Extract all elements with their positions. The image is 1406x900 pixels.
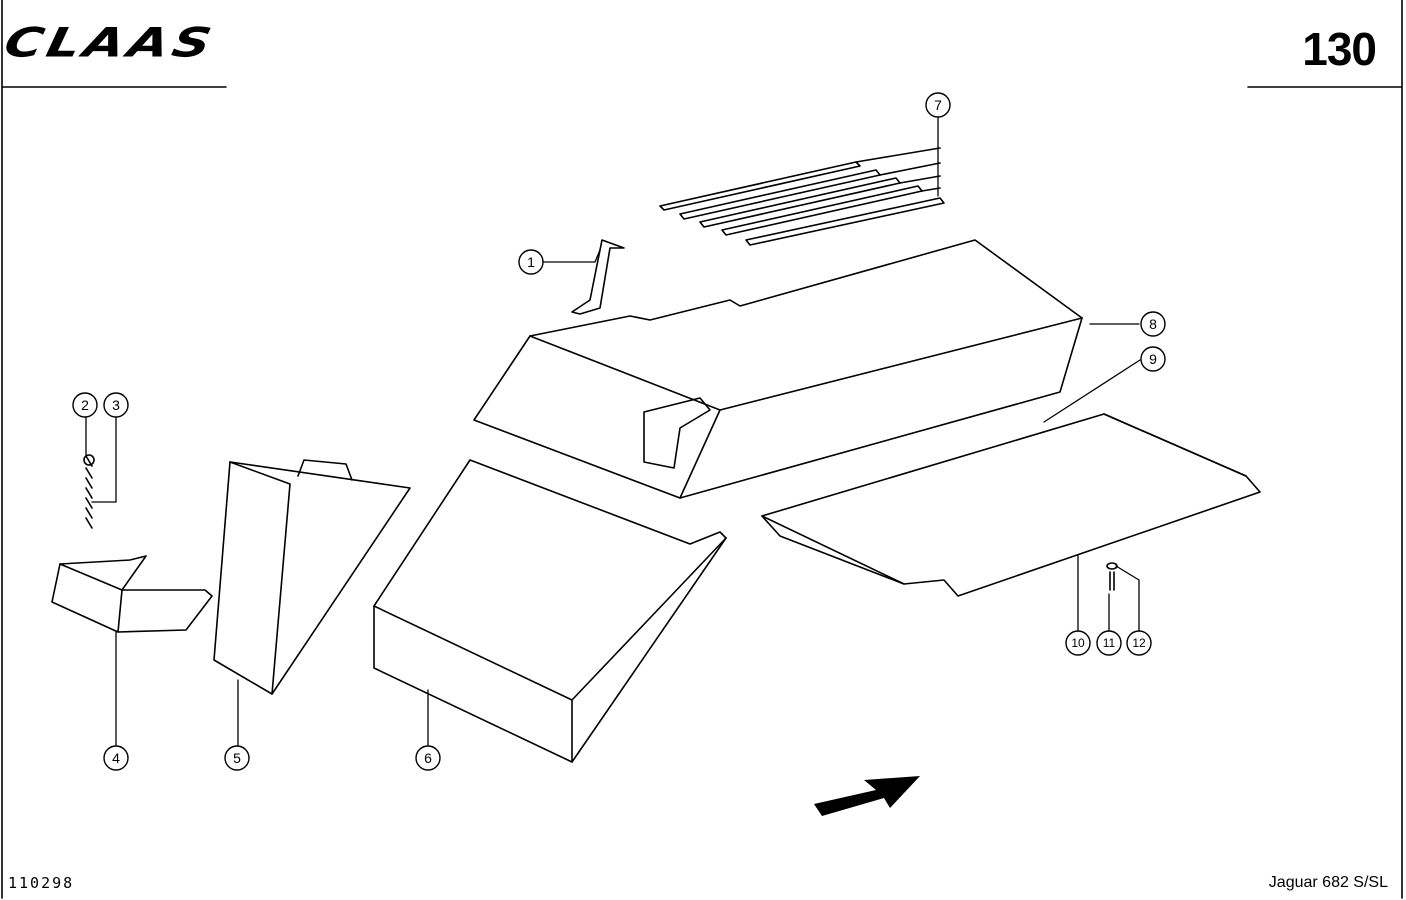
callout-9: 9 — [1149, 351, 1157, 367]
part-6-cover — [373, 459, 727, 763]
document-number: 110298 — [8, 874, 75, 892]
part-4-bracket — [51, 555, 213, 633]
callout-6: 6 — [424, 750, 432, 766]
callout-11: 11 — [1103, 636, 1116, 650]
model-name: Jaguar 682 S/SL — [1268, 874, 1388, 891]
part-5-chute — [213, 459, 411, 695]
callout-3: 3 — [112, 397, 120, 413]
callout-7: 7 — [934, 97, 942, 113]
part-2-3-spring — [83, 454, 95, 529]
callout-2: 2 — [81, 397, 89, 413]
callout-10: 10 — [1071, 636, 1085, 650]
callout-8: 8 — [1149, 316, 1157, 332]
callout-bubbles — [72, 92, 1166, 771]
callout-5: 5 — [233, 750, 241, 766]
leader-lines — [85, 117, 1141, 746]
direction-arrow — [814, 776, 920, 816]
part-10-plate — [761, 413, 1261, 597]
callout-1: 1 — [527, 254, 535, 270]
part-8-housing — [473, 239, 1083, 499]
part-11-12-screw — [1106, 562, 1118, 591]
callout-12: 12 — [1132, 636, 1146, 650]
page-number: 130 — [1302, 23, 1377, 75]
callout-4: 4 — [112, 750, 120, 766]
callout-labels: 1 2 3 4 5 6 7 8 9 10 11 12 — [81, 97, 1157, 766]
part-1-bracket — [571, 239, 625, 315]
part-7-strips — [659, 147, 945, 246]
brand-logo: CLAAS — [0, 20, 220, 67]
